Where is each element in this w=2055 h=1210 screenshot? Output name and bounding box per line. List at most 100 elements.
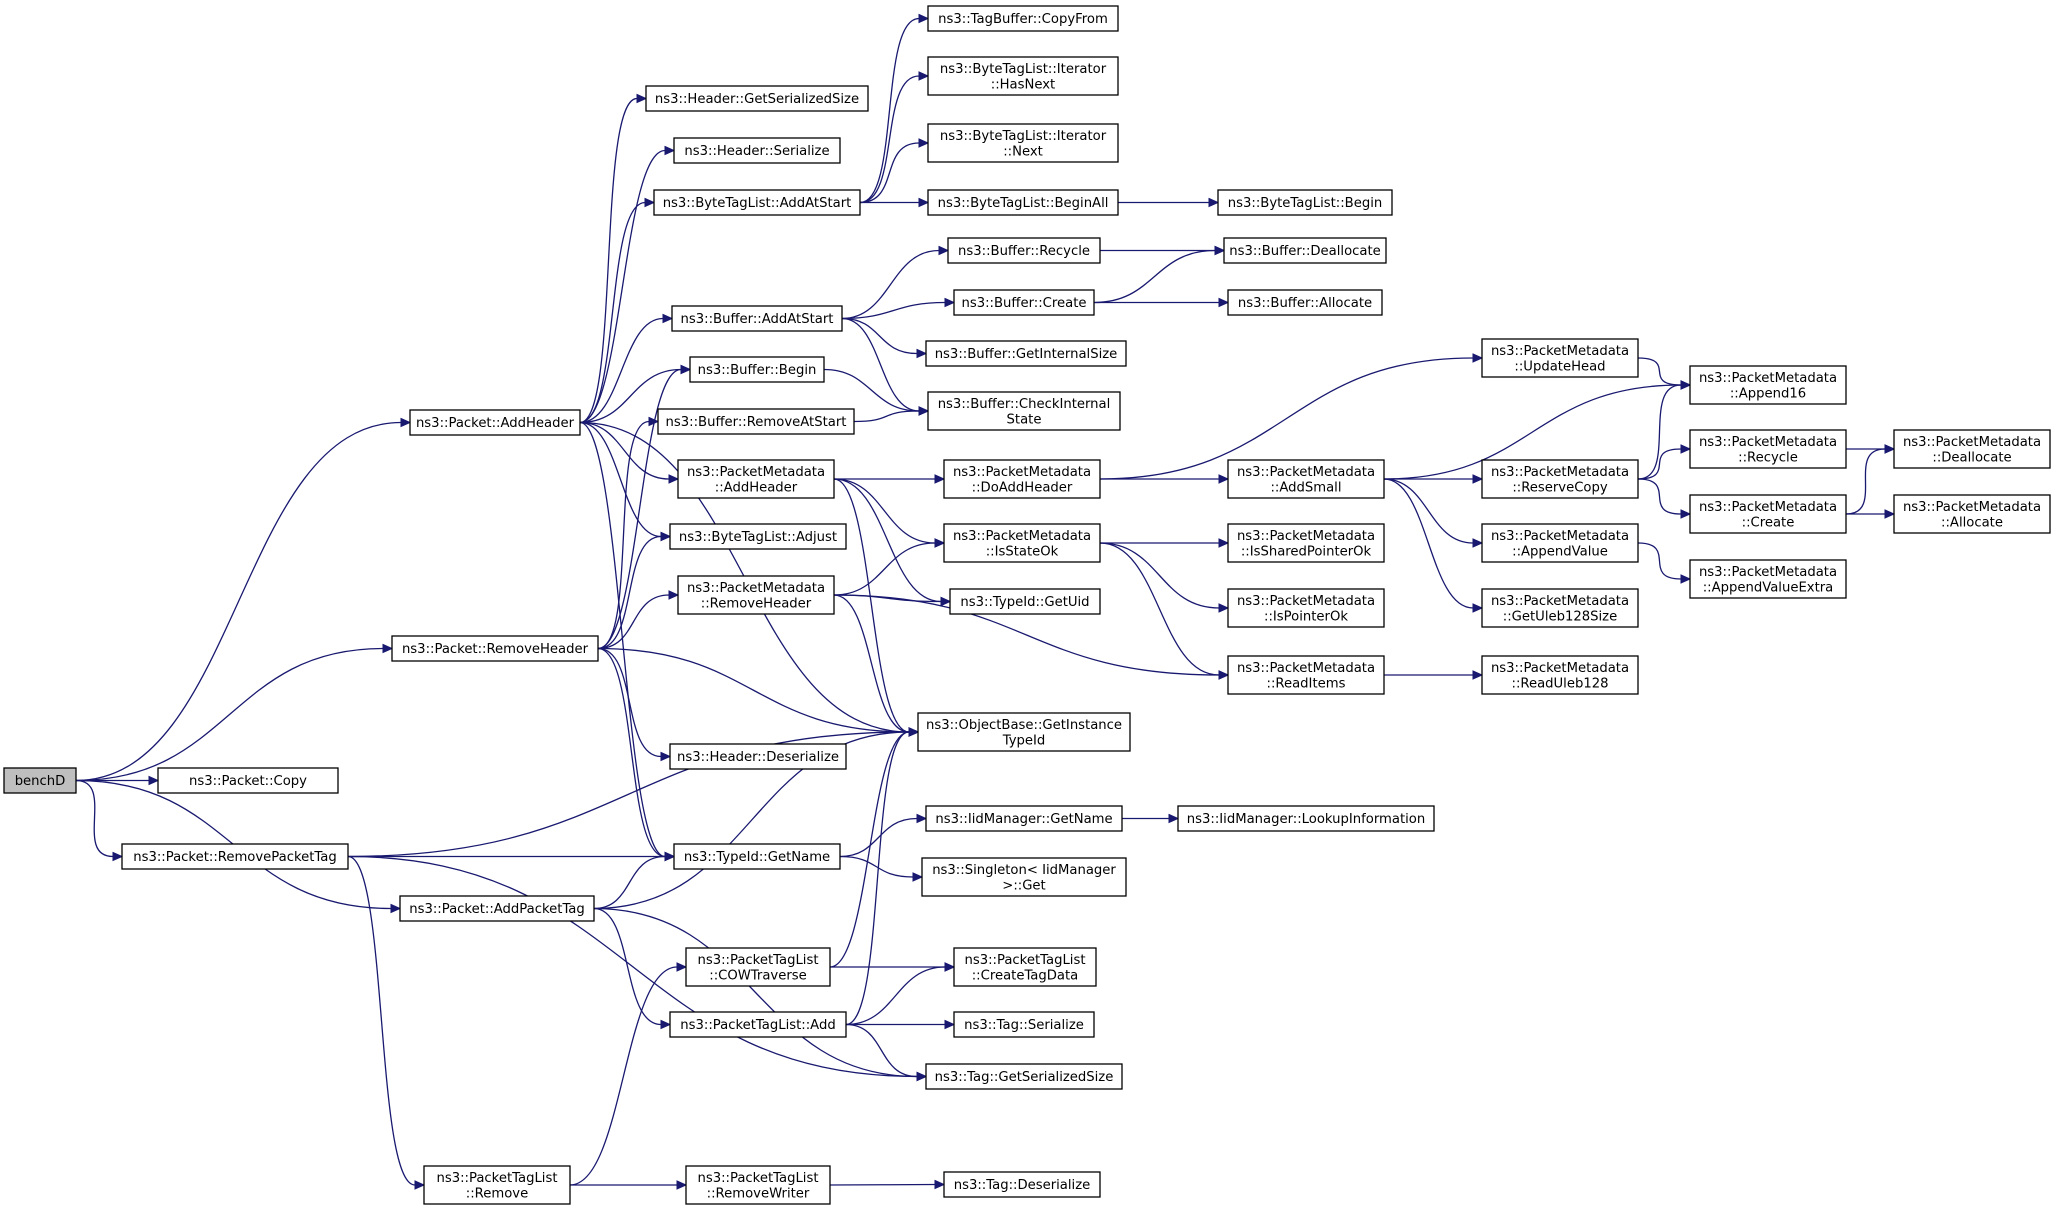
node-typeid-getuid[interactable]: ns3::TypeId::GetUid — [949, 588, 1101, 615]
node-label: ::COWTraverse — [709, 968, 806, 983]
node-bytetaglist-iterator-next[interactable]: ns3::ByteTagList::Iterator::Next — [927, 123, 1119, 163]
arrowhead-icon — [668, 474, 680, 484]
node-box — [925, 805, 1123, 832]
node-box — [953, 947, 1097, 987]
node-label: ns3::Buffer::Recycle — [958, 244, 1090, 259]
node-label: ::Append16 — [1730, 386, 1806, 401]
node-packetmetadata-updatehead[interactable]: ns3::PacketMetadata::UpdateHead — [1481, 338, 1639, 378]
node-bytetaglist-iterator-hasnext[interactable]: ns3::ByteTagList::Iterator::HasNext — [927, 56, 1119, 96]
node-buffer-create[interactable]: ns3::Buffer::Create — [953, 289, 1095, 316]
edge-packet-addpackettag-to-typeid-getname — [593, 851, 676, 910]
node-header-getserializedsize[interactable]: ns3::Header::GetSerializedSize — [645, 85, 869, 112]
arrowhead-icon — [676, 962, 688, 972]
node-packet-addheader[interactable]: ns3::Packet::AddHeader — [409, 409, 581, 436]
node-label: ::ReadItems — [1267, 676, 1346, 691]
node-packetmetadata-append16[interactable]: ns3::PacketMetadata::Append16 — [1689, 365, 1847, 405]
node-packet-addpackettag[interactable]: ns3::Packet::AddPacketTag — [399, 895, 595, 922]
edge-packet-addheader-to-header-serialize — [579, 145, 676, 424]
arrowhead-icon — [1472, 474, 1484, 484]
node-tag-deserialize[interactable]: ns3::Tag::Deserialize — [943, 1171, 1101, 1198]
node-packetmetadata-readuleb128[interactable]: ns3::PacketMetadata::ReadUleb128 — [1481, 655, 1639, 695]
arrowhead-icon — [1680, 574, 1692, 584]
node-header-serialize[interactable]: ns3::Header::Serialize — [673, 137, 841, 164]
arrowhead-icon — [940, 596, 952, 607]
node-packettaglist-createtagdata[interactable]: ns3::PacketTagList::CreateTagData — [953, 947, 1097, 987]
node-packetmetadata-addsmall[interactable]: ns3::PacketMetadata::AddSmall — [1227, 459, 1385, 499]
node-iidmanager-lookupinformation[interactable]: ns3::IidManager::LookupInformation — [1177, 805, 1435, 832]
node-box — [399, 895, 595, 922]
node-label: ::CreateTagData — [972, 968, 1079, 983]
node-buffer-begin[interactable]: ns3::Buffer::Begin — [689, 356, 825, 383]
edge-benchd-to-packet-removeheader — [75, 643, 394, 782]
edge-bytetaglist-addatstart-to-bytetaglist-beginall — [860, 197, 930, 208]
node-packetmetadata-deallocate[interactable]: ns3::PacketMetadata::Deallocate — [1893, 429, 2051, 469]
node-packetmetadata-ispointerok[interactable]: ns3::PacketMetadata::IsPointerOk — [1227, 588, 1385, 628]
edge-line — [841, 317, 920, 412]
edge-benchd-to-packet-removepackettag — [75, 779, 124, 862]
node-bytetaglist-adjust[interactable]: ns3::ByteTagList::Adjust — [669, 523, 847, 550]
node-packettaglist-cowtraverse[interactable]: ns3::PacketTagList::COWTraverse — [685, 947, 831, 987]
node-packetmetadata-issharedpointerok[interactable]: ns3::PacketMetadata::IsSharedPointerOk — [1227, 523, 1385, 563]
node-buffer-deallocate[interactable]: ns3::Buffer::Deallocate — [1223, 237, 1387, 264]
node-bytetaglist-beginall[interactable]: ns3::ByteTagList::BeginAll — [927, 189, 1119, 216]
node-packetmetadata-create[interactable]: ns3::PacketMetadata::Create — [1689, 494, 1847, 534]
node-packet-removepackettag[interactable]: ns3::Packet::RemovePacketTag — [121, 843, 349, 870]
node-iidmanager-getname[interactable]: ns3::IidManager::GetName — [925, 805, 1123, 832]
node-packetmetadata-allocate[interactable]: ns3::PacketMetadata::Allocate — [1893, 494, 2051, 534]
edge-packet-removeheader-to-bytetaglist-adjust — [597, 531, 672, 650]
node-packetmetadata-appendvalueextra[interactable]: ns3::PacketMetadata::AppendValueExtra — [1689, 559, 1847, 599]
node-typeid-getname[interactable]: ns3::TypeId::GetName — [673, 843, 841, 870]
arrowhead-icon — [916, 348, 928, 359]
node-packetmetadata-getuleb128size[interactable]: ns3::PacketMetadata::GetUleb128Size — [1481, 588, 1639, 628]
edge-packettaglist-add-to-packettaglist-createtagdata — [845, 962, 956, 1026]
node-packettaglist-add[interactable]: ns3::PacketTagList::Add — [669, 1011, 847, 1038]
edge-line — [597, 535, 662, 650]
node-benchd[interactable]: benchD — [3, 767, 77, 794]
edge-line — [597, 647, 666, 858]
node-label: ns3::PacketTagList — [436, 1171, 557, 1186]
edge-line — [75, 647, 384, 782]
node-label: ::ReserveCopy — [1512, 480, 1608, 495]
node-tag-serialize[interactable]: ns3::Tag::Serialize — [953, 1011, 1095, 1038]
arrowhead-icon — [660, 531, 672, 542]
node-bytetaglist-begin[interactable]: ns3::ByteTagList::Begin — [1217, 189, 1393, 216]
node-packettaglist-removewriter[interactable]: ns3::PacketTagList::RemoveWriter — [685, 1165, 831, 1205]
node-packetmetadata-readitems[interactable]: ns3::PacketMetadata::ReadItems — [1227, 655, 1385, 695]
node-packet-copy[interactable]: ns3::Packet::Copy — [157, 767, 339, 794]
node-bytetaglist-addatstart[interactable]: ns3::ByteTagList::AddAtStart — [653, 189, 861, 216]
edge-line — [593, 855, 666, 910]
node-label: ns3::PacketTagList — [697, 953, 818, 968]
node-packettaglist-remove[interactable]: ns3::PacketTagList::Remove — [423, 1165, 571, 1205]
node-packetmetadata-doaddheader[interactable]: ns3::PacketMetadata::DoAddHeader — [943, 459, 1101, 499]
node-box — [645, 85, 869, 112]
edge-line — [1383, 478, 1474, 609]
node-buffer-addatstart[interactable]: ns3::Buffer::AddAtStart — [671, 305, 843, 332]
node-singleton-iidmanager-get[interactable]: ns3::Singleton< IidManager>::Get — [921, 857, 1127, 897]
node-label: ns3::Buffer::Begin — [698, 363, 817, 378]
edge-line — [579, 368, 682, 424]
node-buffer-removeatstart[interactable]: ns3::Buffer::RemoveAtStart — [657, 408, 855, 435]
edge-packetmetadata-reservecopy-to-packetmetadata-recycle — [1637, 444, 1692, 480]
node-buffer-allocate[interactable]: ns3::Buffer::Allocate — [1227, 289, 1383, 316]
node-packet-removeheader[interactable]: ns3::Packet::RemoveHeader — [391, 635, 599, 662]
node-packetmetadata-removeheader[interactable]: ns3::PacketMetadata::RemoveHeader — [677, 575, 835, 615]
node-tagbuffer-copyfrom[interactable]: ns3::TagBuffer::CopyFrom — [927, 5, 1119, 32]
node-label: ::Allocate — [1941, 515, 2003, 530]
node-header-deserialize[interactable]: ns3::Header::Deserialize — [669, 743, 847, 770]
node-label: ::AppendValue — [1512, 544, 1608, 559]
node-packetmetadata-reservecopy[interactable]: ns3::PacketMetadata::ReserveCopy — [1481, 459, 1639, 499]
edge-line — [593, 907, 662, 1026]
node-box — [1481, 655, 1639, 695]
arrowhead-icon — [938, 245, 950, 256]
node-label: ns3::Packet::RemovePacketTag — [133, 850, 337, 865]
node-label: ns3::Header::Deserialize — [677, 750, 839, 765]
node-buffer-recycle[interactable]: ns3::Buffer::Recycle — [947, 237, 1101, 264]
node-tag-getserializedsize[interactable]: ns3::Tag::GetSerializedSize — [925, 1063, 1123, 1090]
node-packetmetadata-isstateok[interactable]: ns3::PacketMetadata::IsStateOk — [943, 523, 1101, 563]
node-packetmetadata-appendvalue[interactable]: ns3::PacketMetadata::AppendValue — [1481, 523, 1639, 563]
node-buffer-getinternalsize[interactable]: ns3::Buffer::GetInternalSize — [925, 340, 1127, 367]
node-packetmetadata-addheader[interactable]: ns3::PacketMetadata::AddHeader — [677, 459, 835, 499]
node-packetmetadata-recycle[interactable]: ns3::PacketMetadata::Recycle — [1689, 429, 1847, 469]
